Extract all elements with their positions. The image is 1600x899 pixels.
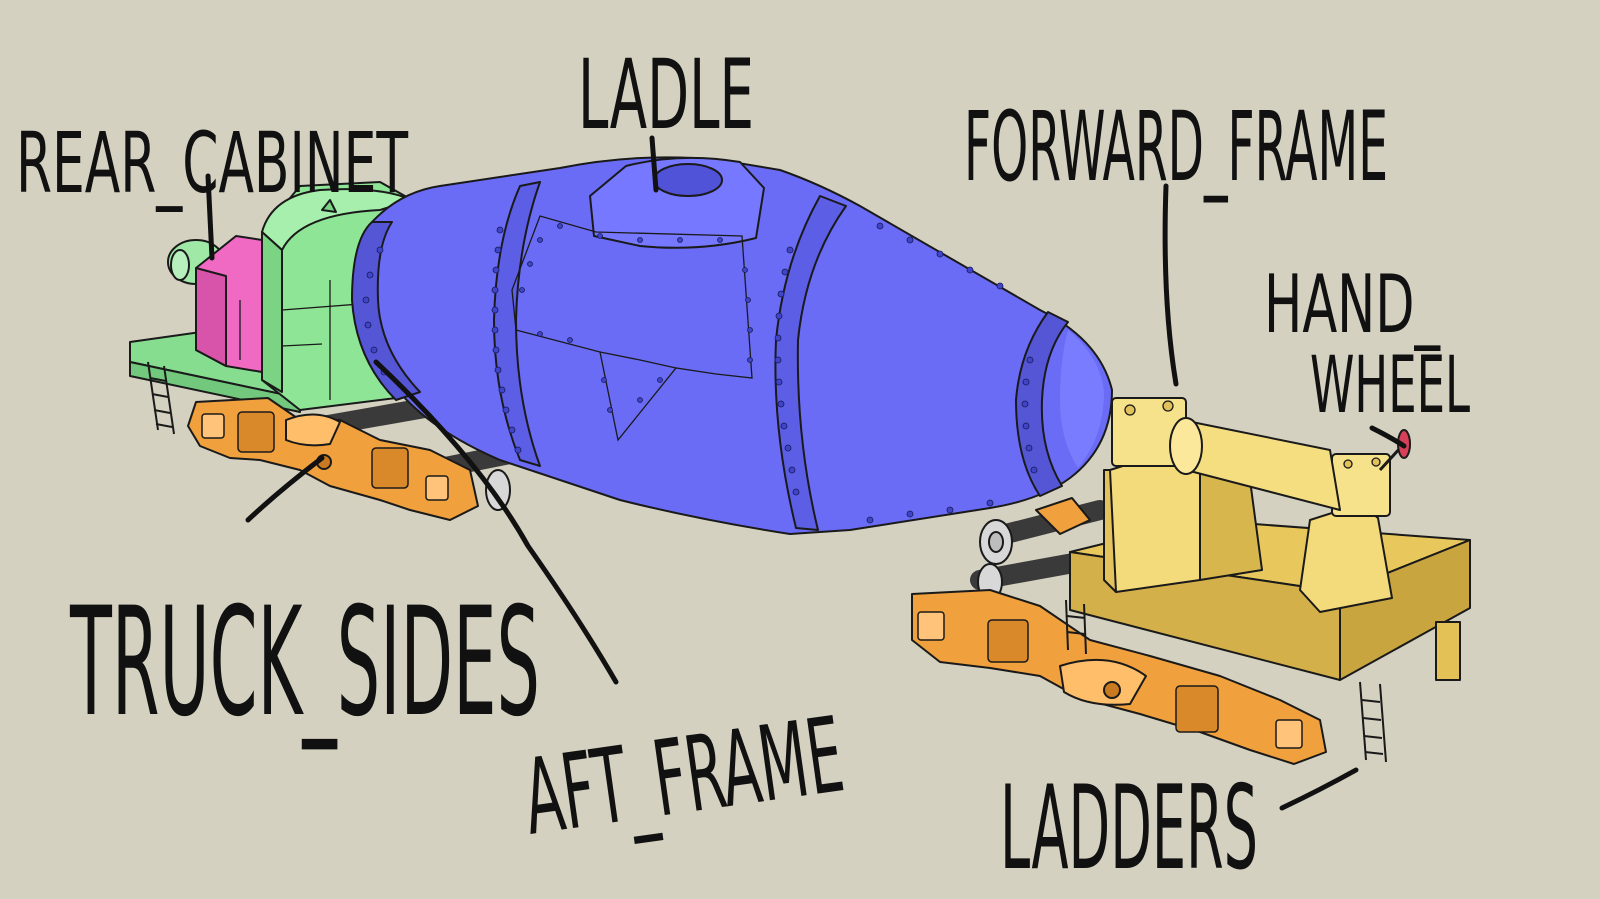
leader-hand-wheel	[1369, 425, 1407, 449]
forward-ladder	[1359, 681, 1387, 763]
ladle-rivets	[362, 222, 1038, 524]
ladle-riveted-panel	[511, 215, 753, 442]
label-rear-cabinet: REAR_CABINET	[16, 114, 409, 212]
leader-truck-sides	[245, 455, 325, 523]
ladle-pour-hole	[653, 163, 723, 197]
leader-lines	[205, 135, 1407, 811]
forward-truck	[911, 497, 1327, 765]
ladle-band-right	[774, 195, 847, 531]
leader-ladle	[649, 135, 659, 193]
rear-ladder	[147, 361, 175, 435]
leader-forward-frame	[1162, 183, 1179, 387]
ladle-aft-ring	[351, 221, 421, 401]
ladle-body	[368, 156, 1113, 535]
ladle	[351, 156, 1113, 535]
label-ladders: LADDERS	[1000, 761, 1258, 896]
forward-pedestal-right	[1299, 503, 1393, 613]
forward-frame	[1065, 397, 1471, 763]
label-hand-wheel-line1: HAND_	[1264, 258, 1441, 351]
label-forward-frame: FORWARD_FRAME	[964, 91, 1388, 203]
label-aft-frame: AFT_FRAME	[517, 693, 851, 858]
leader-aft-frame	[373, 359, 619, 685]
forward-truck-springs	[987, 619, 1219, 733]
label-hand-wheel-line2: WHEEL	[1310, 341, 1470, 431]
leader-ladders	[1279, 767, 1359, 811]
leader-rear-cabinet	[205, 173, 215, 261]
rear-truck-springs	[237, 411, 409, 489]
label-truck-sides: TRUCK_SIDES	[69, 576, 540, 750]
label-ladle: LADLE	[578, 39, 754, 151]
